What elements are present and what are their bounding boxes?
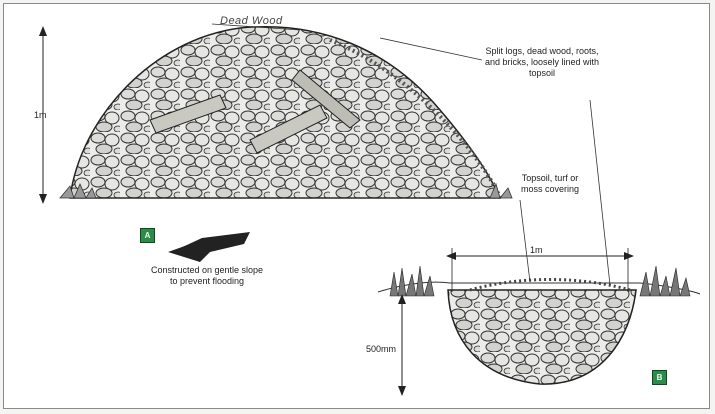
- leader-line-topsoil: [520, 200, 530, 282]
- depth-arrow-b: [398, 294, 406, 396]
- label-slope: Constructed on gentle slope to prevent f…: [122, 265, 292, 287]
- label-topsoil: Topsoil, turf or moss covering: [500, 173, 600, 195]
- badge-a: A: [140, 228, 155, 243]
- label-depth-b: 500mm: [366, 344, 396, 355]
- label-width-b: 1m: [530, 245, 543, 256]
- badge-b: B: [652, 370, 667, 385]
- pit-b: [378, 266, 700, 384]
- label-height-a: 1m: [34, 110, 47, 121]
- label-dead-wood: Dead Wood: [220, 16, 283, 27]
- label-logs: Split logs, dead wood, roots, and bricks…: [452, 46, 632, 79]
- mound-a: [60, 27, 512, 198]
- slope-arrow: [168, 232, 250, 262]
